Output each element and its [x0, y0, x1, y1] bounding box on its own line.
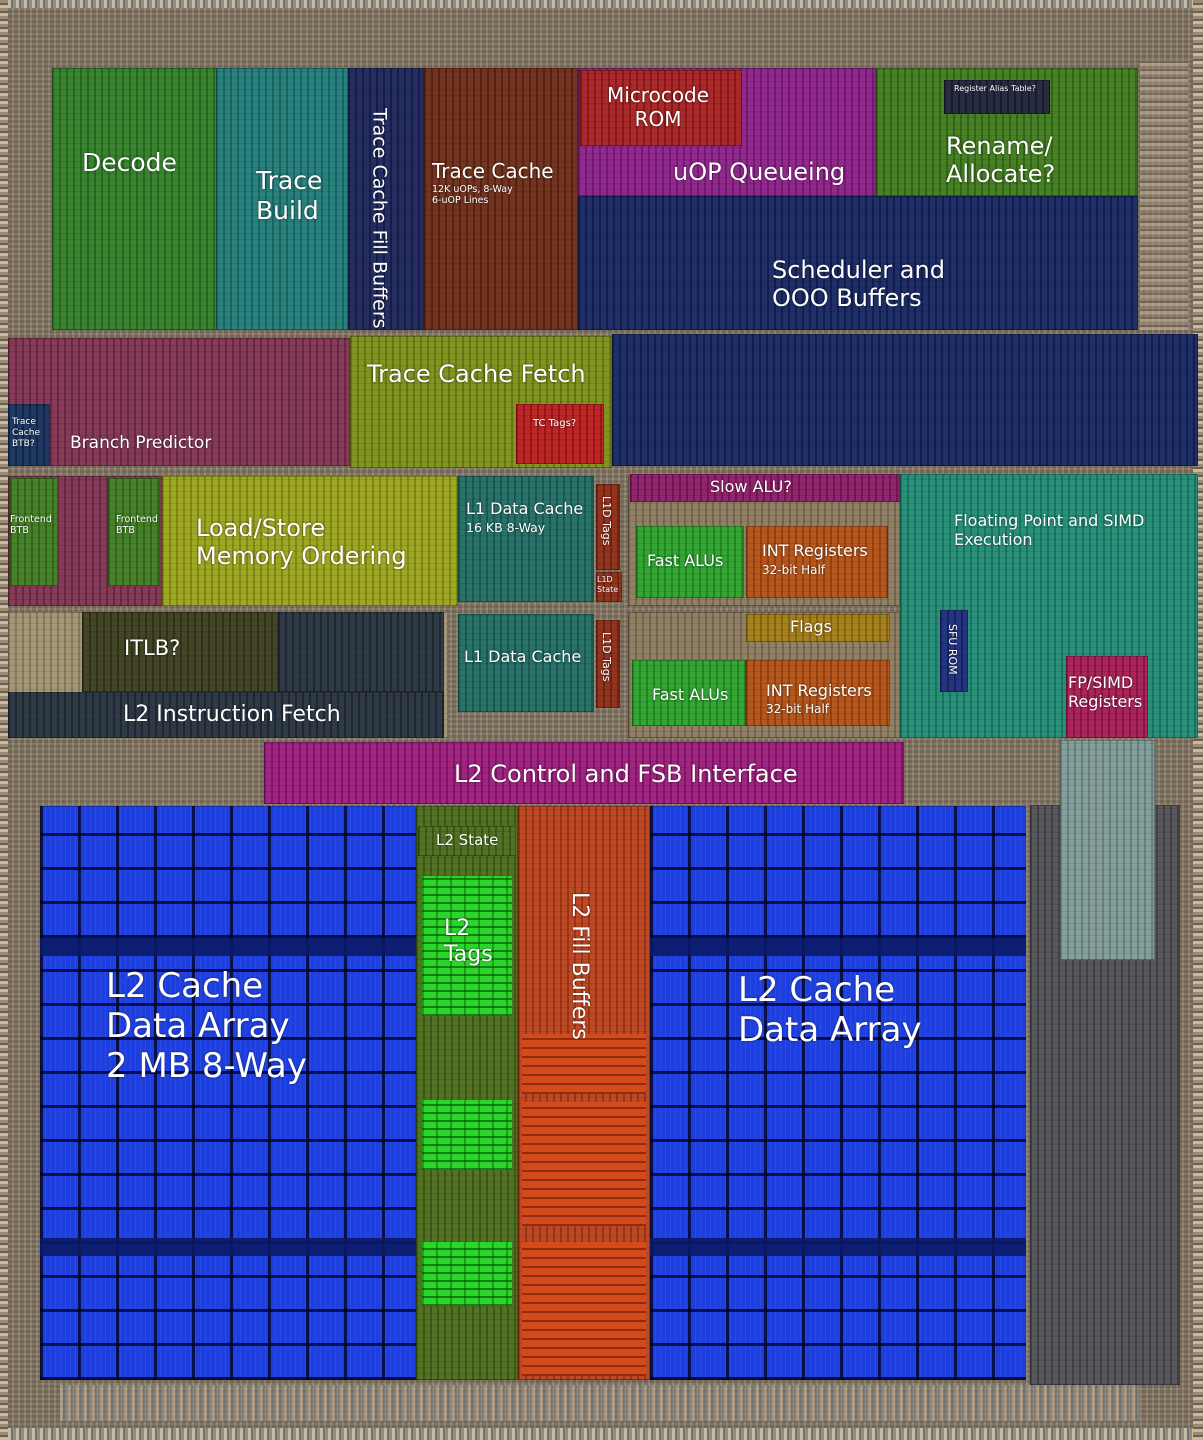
fp-simd-execution-block: Floating Point and SIMD Execution — [900, 474, 1198, 738]
l1-data-cache-1-block: L1 Data Cache 16 KB 8-Way — [458, 476, 594, 602]
int-registers-2-detail: 32-bit Half — [766, 702, 830, 716]
l1d-state-label: L1D State — [597, 575, 619, 594]
microcode-rom-block: Microcode ROM — [580, 70, 742, 146]
int-registers-2-label: INT Registers — [766, 681, 872, 700]
cache-band — [40, 938, 416, 956]
l1d-tags-2-block: L1D Tags — [596, 620, 620, 708]
fast-alus-1-label: Fast ALUs — [647, 551, 724, 570]
left-io-pads — [0, 0, 8, 1440]
itlb-block: ITLB? — [82, 612, 278, 692]
right-io-pads — [1193, 0, 1203, 1440]
trace-build-block: Trace Build — [216, 68, 348, 330]
sfu-rom-block: SFU ROM — [940, 610, 968, 692]
l1d-state-block: L1D State — [596, 572, 622, 602]
bottom-circuitry — [60, 1385, 1140, 1421]
register-alias-table-block: Register Alias Table? — [944, 80, 1050, 114]
l2-cache-right-block: L2 Cache Data Array — [650, 806, 1026, 1380]
l2-tags-slice — [422, 1100, 512, 1170]
load-store-block: Load/Store Memory Ordering — [162, 476, 458, 606]
l1-data-cache-1-detail: 16 KB 8-Way — [466, 520, 546, 535]
register-alias-table-label: Register Alias Table? — [954, 84, 1036, 93]
frontend-btb-1-block: Frontend BTB — [10, 478, 58, 586]
l2-cache-right-label: L2 Cache Data Array — [738, 970, 922, 1051]
fast-alus-2-label: Fast ALUs — [652, 685, 729, 704]
frontend-btb-2-block: Frontend BTB — [108, 478, 160, 586]
l2-tags-slice — [422, 1242, 512, 1306]
tc-tags-label: TC Tags? — [533, 418, 577, 429]
trace-cache-label: Trace Cache — [432, 159, 554, 183]
uop-queueing-label: uOP Queueing — [673, 158, 846, 186]
trace-cache-detail: 12K uOPs, 8-Way 6-uOP Lines — [432, 184, 513, 207]
l2-state-block: L2 State — [418, 826, 516, 856]
l2-tags-slice — [422, 876, 512, 1016]
right-io-logic — [1060, 740, 1155, 960]
flags-block: Flags — [746, 614, 890, 642]
cache-band — [650, 1238, 1026, 1256]
trace-cache-fetch-label: Trace Cache Fetch — [367, 360, 586, 388]
itlb-logic-block — [278, 612, 444, 692]
microcode-rom-label: Microcode ROM — [607, 83, 710, 131]
l1d-tags-2-label: L1D Tags — [599, 632, 613, 682]
int-registers-1-label: INT Registers — [762, 541, 868, 560]
l2-cache-left-block: L2 Cache Data Array 2 MB 8-Way — [40, 806, 416, 1380]
frontend-btb-2-label: Frontend BTB — [116, 514, 158, 537]
decode-block: Decode — [52, 68, 240, 330]
fast-alus-1-block: Fast ALUs — [636, 526, 744, 598]
bottom-io-pads — [0, 1428, 1203, 1440]
rename-allocate-block: Rename/ Allocate? — [876, 68, 1138, 196]
trace-cache-block: Trace Cache 12K uOPs, 8-Way 6-uOP Lines — [424, 68, 578, 330]
itlb-label: ITLB? — [124, 636, 181, 660]
l1d-tags-1-block: L1D Tags — [596, 484, 620, 570]
rename-allocate-label: Rename/ Allocate? — [946, 132, 1056, 189]
top-io-pads — [0, 0, 1203, 8]
fp-simd-registers-block: FP/SIMD Registers — [1066, 656, 1148, 738]
int-registers-1-detail: 32-bit Half — [762, 563, 826, 577]
flags-label: Flags — [790, 617, 832, 636]
fp-simd-execution-label: Floating Point and SIMD Execution — [954, 511, 1145, 549]
l2-fill-slice — [522, 1034, 646, 1094]
scheduler-label: Scheduler and OOO Buffers — [772, 256, 945, 313]
branch-predictor-block: Branch Predictor — [8, 338, 350, 466]
scheduler-lower-block — [612, 334, 1198, 466]
l2-fill-buffers-label: L2 Fill Buffers — [566, 892, 592, 1040]
trace-cache-fill-buffers-label: Trace Cache Fill Buffers — [368, 108, 391, 329]
sfu-rom-label: SFU ROM — [945, 624, 959, 675]
decode-label: Decode — [82, 148, 177, 177]
slow-alu-label: Slow ALU? — [710, 477, 792, 496]
trace-cache-btb-label: Trace Cache BTB? — [12, 417, 40, 449]
l2-state-label: L2 State — [436, 831, 499, 849]
branch-predictor-label: Branch Predictor — [70, 433, 212, 453]
cache-band — [650, 938, 1026, 956]
int-registers-2-block: INT Registers 32-bit Half — [746, 660, 890, 726]
l1d-tags-1-label: L1D Tags — [599, 496, 613, 546]
l2-cache-left-label: L2 Cache Data Array 2 MB 8-Way — [106, 966, 307, 1087]
l2-tags-column — [416, 806, 518, 1380]
l2-tags-label: L2 Tags — [444, 916, 493, 967]
l2-fill-slice — [522, 1102, 646, 1226]
l1-data-cache-2-label: L1 Data Cache — [464, 647, 582, 666]
l1-data-cache-2-block: L1 Data Cache — [458, 614, 594, 712]
trace-build-label: Trace Build — [256, 166, 323, 225]
l1-data-cache-1-label: L1 Data Cache — [466, 499, 584, 518]
trace-cache-fill-buffers-block: Trace Cache Fill Buffers — [348, 68, 424, 330]
l2-fill-buffers-block: L2 Fill Buffers — [518, 806, 650, 1380]
right-circuitry-top — [1140, 60, 1188, 330]
fp-simd-registers-label: FP/SIMD Registers — [1068, 673, 1143, 711]
load-store-label: Load/Store Memory Ordering — [196, 514, 407, 571]
l2-control-fsb-block: L2 Control and FSB Interface — [264, 742, 904, 804]
scheduler-block: Scheduler and OOO Buffers — [578, 196, 1138, 330]
l2-control-fsb-label: L2 Control and FSB Interface — [454, 760, 798, 788]
fast-alus-2-block: Fast ALUs — [632, 660, 746, 726]
slow-alu-block: Slow ALU? — [630, 474, 900, 502]
tc-tags-block: TC Tags? — [516, 404, 604, 464]
l2-instruction-fetch-block: L2 Instruction Fetch — [8, 692, 444, 738]
frontend-btb-1-label: Frontend BTB — [10, 514, 52, 537]
int-registers-1-block: INT Registers 32-bit Half — [746, 526, 888, 598]
l2-instruction-fetch-label: L2 Instruction Fetch — [123, 702, 341, 727]
l2-fill-slice — [522, 1242, 646, 1376]
cache-band — [40, 1238, 416, 1256]
trace-cache-btb-block: Trace Cache BTB? — [8, 404, 50, 466]
